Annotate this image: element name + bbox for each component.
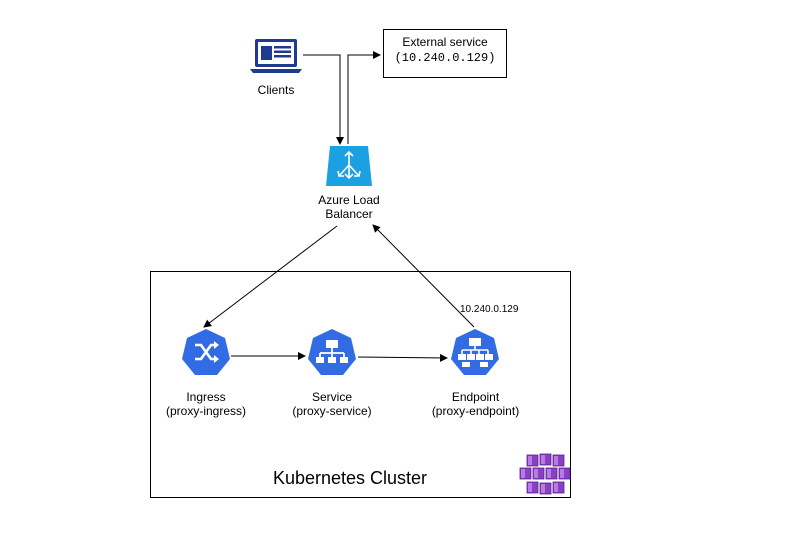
edge-endpoint-to-loadbalancer [372,224,475,328]
load-balancer-label: Azure Load Balancer [300,193,398,221]
ingress-label-line1: Ingress [186,390,226,404]
clients-label: Clients [257,83,295,97]
edge-clients-to-loadbalancer [303,54,344,145]
load-balancer-icon [326,146,372,186]
ingress-label: Ingress (proxy-ingress) [151,390,261,418]
endpoint-label-line2: (proxy-endpoint) [431,404,520,418]
service-icon [308,329,356,375]
edge-loadbalancer-to-ingress [203,225,338,328]
laptop-icon [250,39,302,73]
ingress-label-line2: (proxy-ingress) [165,404,246,418]
kubernetes-cluster-boundary [150,271,571,498]
edge-loadbalancer-to-external [347,51,381,144]
service-label: Service (proxy-service) [277,390,387,418]
edge-service-to-endpoint [357,353,448,362]
kubernetes-cubes-icon [519,453,571,495]
service-label-line1: Service [311,390,352,404]
service-label-line2: (proxy-service) [292,404,372,418]
load-balancer-label-line2: Balancer [325,207,373,221]
endpoint-label-line1: Endpoint [451,390,500,404]
endpoint-ip-annotation: 10.240.0.129 [460,304,519,315]
endpoint-label: Endpoint (proxy-endpoint) [418,390,533,418]
cluster-title: Kubernetes Cluster [272,468,428,488]
external-service-box: External service (10.240.0.129) [383,29,507,78]
endpoint-icon [451,329,499,375]
load-balancer-label-line1: Azure Load [318,193,380,207]
external-service-ip: (10.240.0.129) [394,51,496,65]
ingress-icon [182,329,230,375]
external-service-title: External service [402,35,488,49]
